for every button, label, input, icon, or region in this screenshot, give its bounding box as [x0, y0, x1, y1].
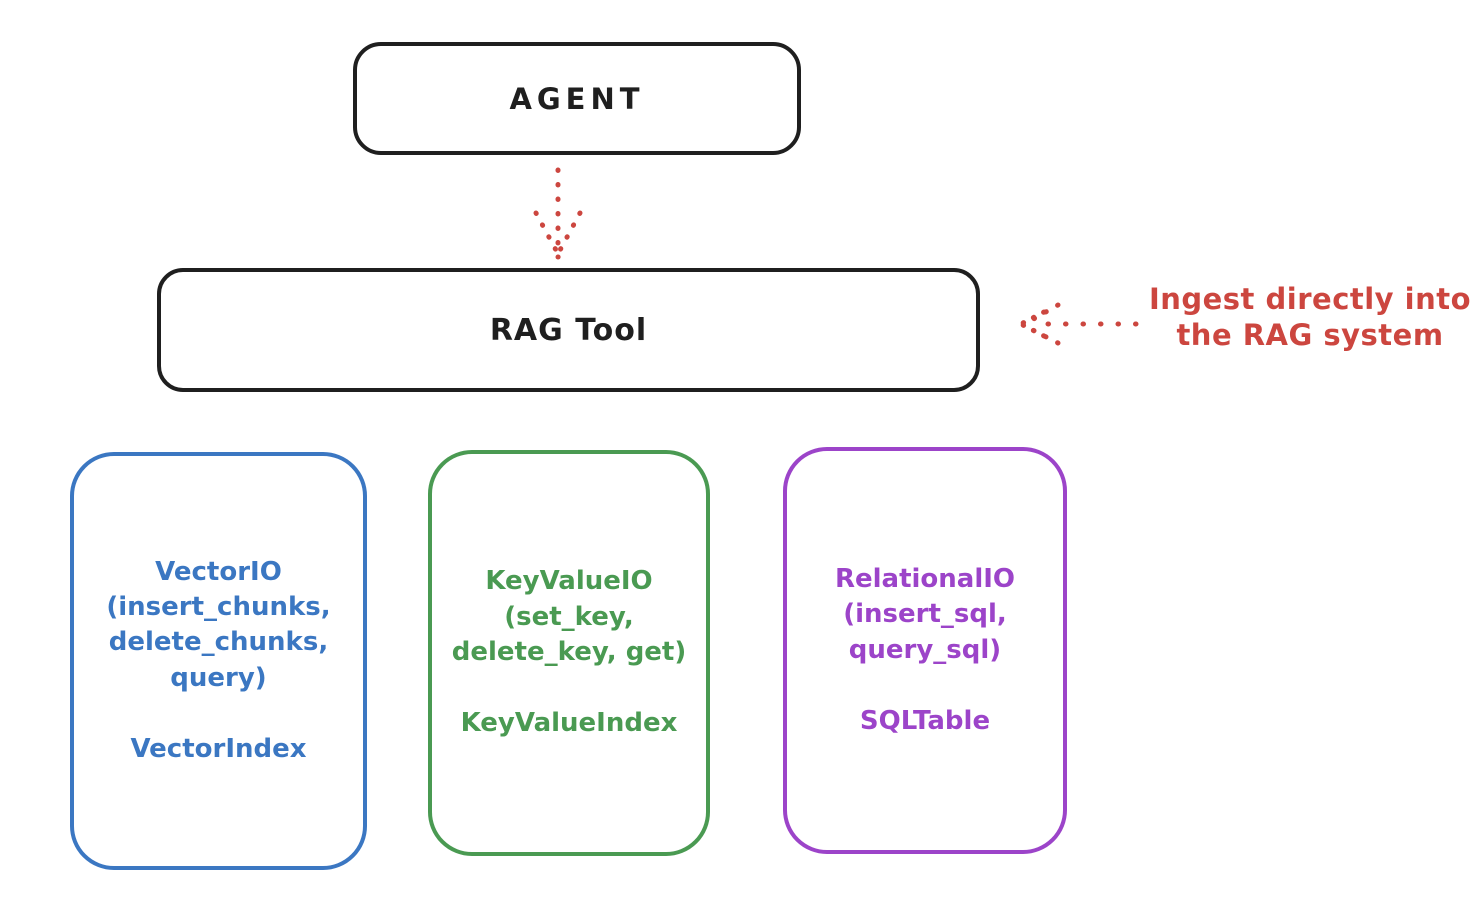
vector-io-api-line: (insert_chunks,	[106, 591, 331, 622]
relational-io-api-line: query_sql)	[848, 634, 1002, 665]
storage-box-vector-io[interactable]: VectorIO (insert_chunks, delete_chunks, …	[70, 452, 367, 870]
sql-table-label: SQLTable	[859, 705, 991, 736]
dotted-arrow-left-icon	[1018, 302, 1139, 346]
key-value-index-label: KeyValueIndex	[460, 708, 678, 739]
annotation-line-1: Ingest directly into	[1148, 282, 1472, 316]
vector-io-api-line: query)	[170, 662, 267, 693]
storage-box-key-value-io[interactable]: KeyValueIO (set_key, delete_key, get) Ke…	[428, 450, 710, 856]
vector-io-api-line: VectorIO	[155, 556, 282, 587]
agent-node[interactable]: AGENT	[353, 42, 801, 155]
rag-tool-label: RAG Tool	[489, 312, 648, 348]
annotation-line-2: the RAG system	[1176, 317, 1444, 352]
vector-io-api-line: delete_chunks,	[108, 627, 329, 658]
agent-label: AGENT	[509, 81, 645, 116]
vector-index-label: VectorIndex	[130, 734, 307, 765]
dotted-arrow-down-icon	[533, 167, 583, 260]
relational-io-api-line: (insert_sql,	[843, 599, 1007, 630]
rag-tool-node[interactable]: RAG Tool	[157, 268, 980, 392]
relational-io-api-line: RelationalIO	[834, 563, 1016, 594]
ingest-annotation: Ingest directly into the RAG system	[1136, 282, 1484, 354]
key-value-io-api-line: KeyValueIO	[485, 566, 653, 597]
storage-box-relational-io[interactable]: RelationalIO (insert_sql, query_sql) SQL…	[783, 447, 1067, 854]
key-value-io-api-line: (set_key,	[504, 601, 634, 632]
key-value-io-api-line: delete_key, get)	[451, 637, 687, 667]
